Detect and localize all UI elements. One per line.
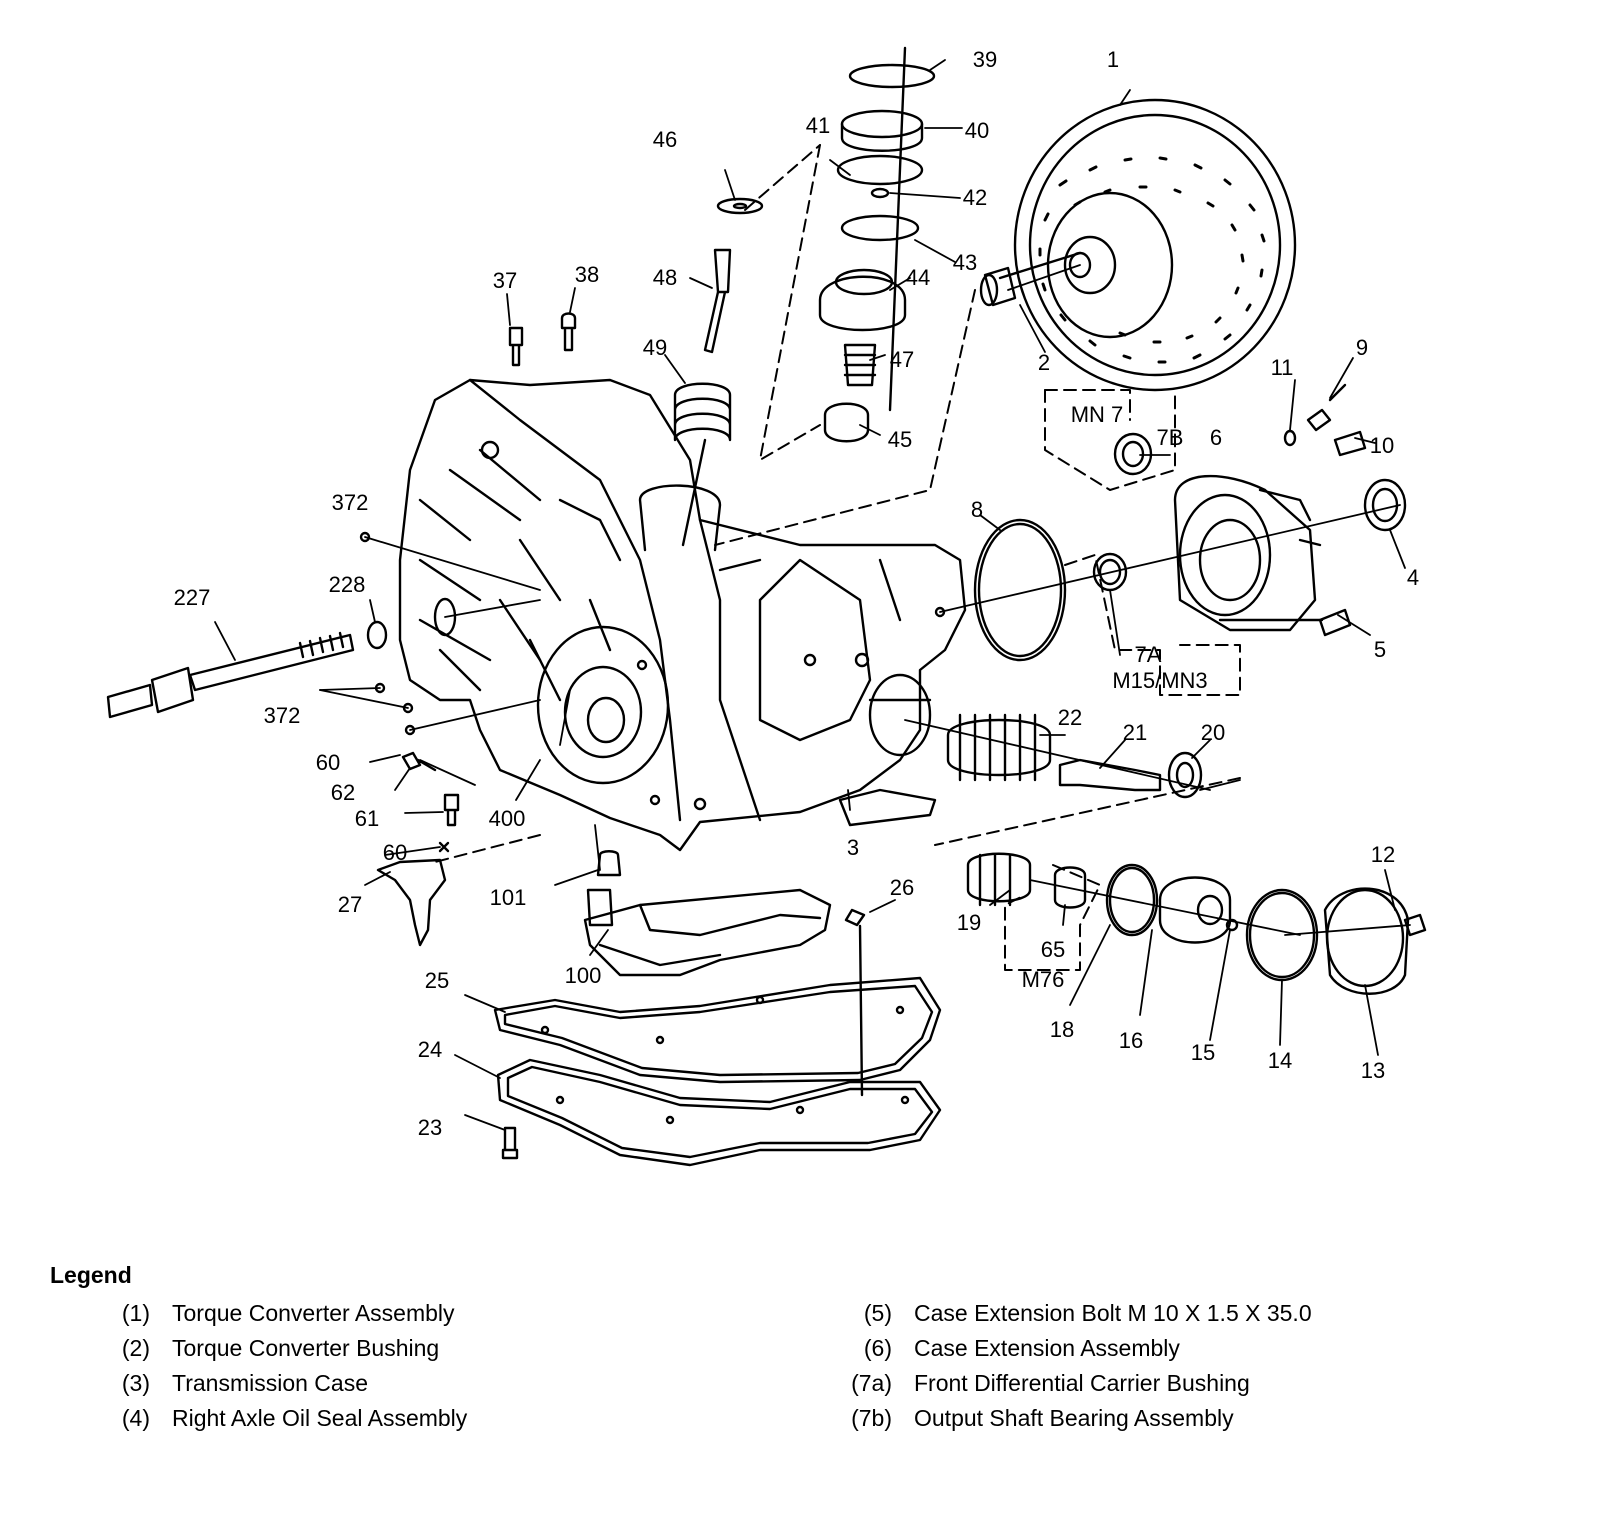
- small-fasteners: [359, 312, 577, 853]
- callout-7b: 7B: [1157, 425, 1184, 450]
- callout-227: 227: [174, 585, 211, 610]
- callout-372-lower: 372: [264, 703, 301, 728]
- callout-12: 12: [1371, 842, 1395, 867]
- transmission-case: [398, 378, 967, 852]
- legend-code: (1): [121, 1300, 150, 1326]
- servo-piston-stack: [673, 46, 936, 547]
- group-label-m15-mn3: M15/MN3: [1112, 668, 1207, 693]
- exploded-parts-diagram: 1 2 3 4 5 6 7A 7B 8 9 10 11 12 13 14 15 …: [106, 46, 1427, 1167]
- legend-code: (7b): [851, 1405, 892, 1431]
- callout-61: 61: [355, 806, 379, 831]
- leader-lines: [214, 59, 1411, 1131]
- callout-22: 22: [1058, 705, 1082, 730]
- legend-code: (7a): [851, 1370, 892, 1396]
- callout-7a: 7A: [1135, 642, 1162, 667]
- callout-44: 44: [906, 265, 930, 290]
- legend-column-left: (1) Torque Converter Assembly (2) Torque…: [122, 1300, 468, 1440]
- legend-item: (7b) Output Shaft Bearing Assembly: [851, 1405, 1312, 1440]
- legend-text: Case Extension Assembly: [914, 1335, 1180, 1361]
- callout-60-lower: 60: [383, 840, 407, 865]
- legend-text: Output Shaft Bearing Assembly: [914, 1405, 1234, 1431]
- callout-9: 9: [1356, 335, 1368, 360]
- callout-25: 25: [425, 968, 449, 993]
- callout-15: 15: [1191, 1040, 1215, 1065]
- legend-item: (2) Torque Converter Bushing: [122, 1335, 467, 1370]
- case-extension-parts: [973, 383, 1407, 662]
- callout-21: 21: [1123, 720, 1147, 745]
- callout-10: 10: [1370, 433, 1394, 458]
- callout-100: 100: [565, 963, 602, 988]
- legend-code: (5): [863, 1300, 892, 1326]
- legend-text: Case Extension Bolt M 10 X 1.5 X 35.0: [914, 1300, 1312, 1326]
- legend-code: (3): [121, 1370, 150, 1396]
- callout-228: 228: [329, 572, 366, 597]
- callout-38: 38: [575, 262, 599, 287]
- legend-code: (6): [863, 1335, 892, 1361]
- callout-42: 42: [963, 185, 987, 210]
- callout-24: 24: [418, 1037, 442, 1062]
- legend-text: Torque Converter Assembly: [172, 1300, 455, 1326]
- legend-item: (7a) Front Differential Carrier Bushing: [851, 1370, 1312, 1405]
- callout-20: 20: [1201, 720, 1225, 745]
- callout-19: 19: [957, 910, 981, 935]
- callout-49: 49: [643, 335, 667, 360]
- legend-item: (4) Right Axle Oil Seal Assembly: [122, 1405, 468, 1440]
- callout-23: 23: [418, 1115, 442, 1140]
- callout-11: 11: [1271, 355, 1294, 380]
- callout-101: 101: [490, 885, 527, 910]
- callout-2: 2: [1038, 350, 1050, 375]
- callout-47: 47: [890, 347, 914, 372]
- callout-48: 48: [653, 265, 677, 290]
- callout-372-upper: 372: [332, 490, 369, 515]
- callout-labels: 1 2 3 4 5 6 7A 7B 8 9 10 11 12 13 14 15 …: [174, 47, 1419, 1140]
- callout-43: 43: [953, 250, 977, 275]
- callout-14: 14: [1268, 1048, 1292, 1073]
- legend-text: Front Differential Carrier Bushing: [914, 1370, 1250, 1396]
- callout-39: 39: [973, 47, 997, 72]
- axle-shaft: [106, 597, 457, 719]
- legend-code: (2): [121, 1335, 150, 1361]
- legend-item: (1) Torque Converter Assembly: [122, 1300, 467, 1335]
- legend-code: (4): [121, 1405, 150, 1431]
- legend-item: (5) Case Extension Bolt M 10 X 1.5 X 35.…: [864, 1300, 1312, 1335]
- callout-4: 4: [1407, 565, 1419, 590]
- callout-46: 46: [653, 127, 677, 152]
- callout-400: 400: [489, 806, 526, 831]
- callout-3: 3: [847, 835, 859, 860]
- group-label-mn7: MN 7: [1071, 402, 1124, 427]
- callout-18: 18: [1050, 1017, 1074, 1042]
- callout-27: 27: [338, 892, 362, 917]
- legend-text: Right Axle Oil Seal Assembly: [172, 1405, 468, 1431]
- callout-40: 40: [965, 118, 989, 143]
- callout-41: 41: [806, 113, 830, 138]
- torque-converter: [979, 98, 1297, 392]
- callout-65: 65: [1041, 937, 1065, 962]
- callout-13: 13: [1361, 1058, 1385, 1083]
- rear-servo-parts: [946, 713, 1427, 995]
- legend-column-right: (5) Case Extension Bolt M 10 X 1.5 X 35.…: [851, 1300, 1312, 1440]
- legend-item: (3) Transmission Case: [122, 1370, 467, 1405]
- legend-item: (6) Case Extension Assembly: [864, 1335, 1312, 1370]
- oil-pan-and-filter: [493, 850, 942, 1167]
- callout-26: 26: [890, 875, 914, 900]
- legend-text: Transmission Case: [172, 1370, 368, 1396]
- manual-detent-lever: [376, 858, 447, 947]
- legend-text: Torque Converter Bushing: [172, 1335, 440, 1361]
- callout-62: 62: [331, 780, 355, 805]
- callout-16: 16: [1119, 1028, 1143, 1053]
- callout-60-upper: 60: [316, 750, 340, 775]
- callout-8: 8: [971, 497, 983, 522]
- legend-title: Legend: [50, 1262, 132, 1288]
- group-label-m76: M76: [1022, 967, 1065, 992]
- callout-5: 5: [1374, 637, 1386, 662]
- callout-1: 1: [1107, 47, 1119, 72]
- dashed-group-outlines: [434, 144, 1241, 971]
- callout-37: 37: [493, 268, 517, 293]
- callout-45: 45: [888, 427, 912, 452]
- callout-6: 6: [1210, 425, 1222, 450]
